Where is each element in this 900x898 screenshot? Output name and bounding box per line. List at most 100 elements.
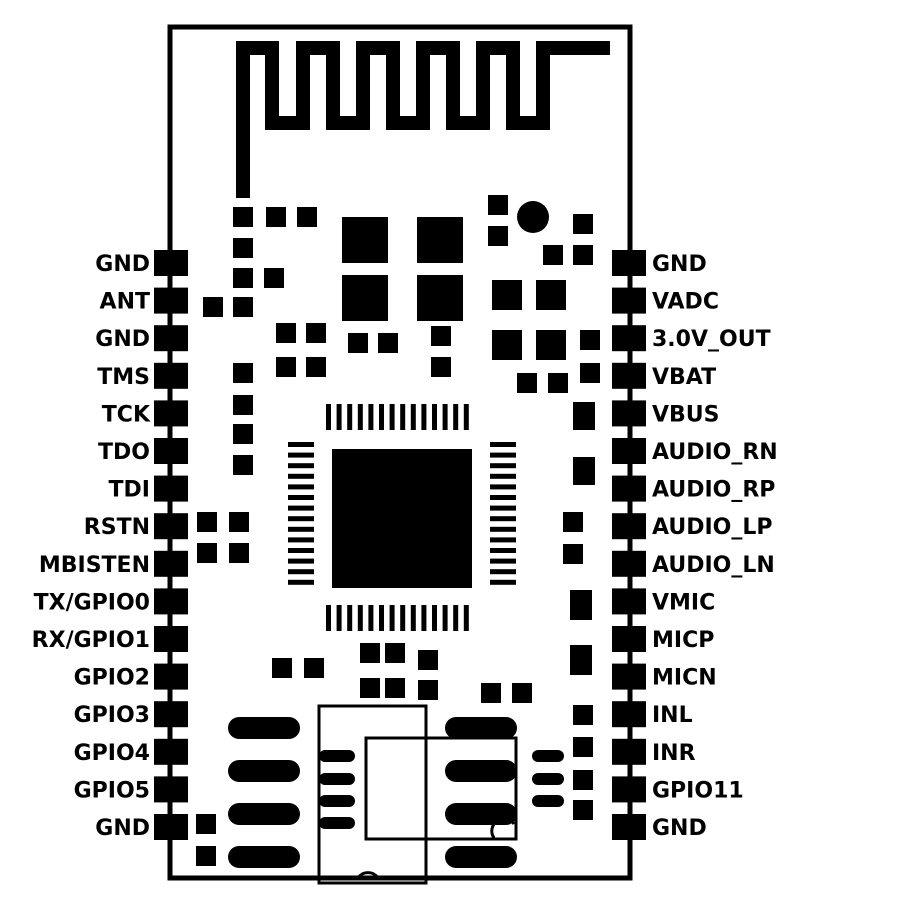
smd-pad	[297, 207, 317, 227]
ic-pin-top	[357, 404, 363, 430]
right-pin-pads	[612, 250, 646, 840]
rounded-pad	[445, 803, 517, 825]
smd-pad	[306, 323, 326, 343]
left-pin-label: GPIO5	[74, 778, 150, 803]
right-pad	[612, 814, 646, 840]
ic-pin-bottom	[453, 605, 459, 631]
smd-pad	[573, 705, 593, 725]
smd-pad	[203, 297, 223, 317]
ic-pin-top	[336, 404, 342, 430]
left-pad	[154, 438, 188, 464]
left-pad	[154, 250, 188, 276]
smd-pad	[573, 402, 595, 430]
ic-pin-top	[326, 404, 331, 430]
left-pad	[154, 738, 188, 765]
right-pin-label: MICN	[652, 666, 717, 691]
ic-pin-bottom	[326, 605, 331, 631]
rounded-pad	[445, 760, 517, 782]
left-pin-label: GPIO2	[74, 666, 150, 691]
ic-pin-bottom	[421, 605, 427, 631]
rounded-pad	[319, 795, 355, 807]
right-pad	[612, 738, 646, 765]
ic-pin-right	[490, 579, 516, 585]
ic-pin-left	[288, 516, 314, 522]
right-pad	[612, 400, 646, 427]
ic-pin-left	[288, 548, 314, 553]
outline-arc-bottom	[356, 871, 380, 879]
smd-pad	[229, 543, 249, 563]
right-pad	[612, 325, 646, 352]
smd-pad	[580, 330, 600, 350]
right-pin-label: 3.0V_OUT	[652, 327, 771, 352]
rounded-pad	[228, 846, 300, 868]
left-pin-pads	[154, 250, 188, 840]
smd-pad	[573, 770, 593, 790]
fiducial-mark	[517, 201, 549, 233]
rounded-pad	[532, 750, 564, 762]
ic-pin-right	[490, 548, 516, 553]
ic-pin-right	[490, 558, 516, 564]
right-pin-label: GND	[652, 252, 707, 277]
right-pin-label: AUDIO_LN	[652, 553, 775, 578]
component-outline-left	[317, 704, 428, 885]
smd-pad	[517, 373, 537, 393]
ic-pin-left	[288, 537, 314, 543]
smd-pad	[481, 683, 501, 703]
right-pad	[612, 626, 646, 652]
right-pin-label: VBUS	[652, 402, 720, 427]
smd-pad	[488, 195, 508, 215]
right-pad	[612, 438, 646, 464]
smd-pad	[276, 357, 296, 377]
smd-pad	[570, 645, 592, 675]
ic-pin-bottom	[463, 605, 469, 631]
right-pad	[612, 776, 646, 803]
ic-pin-top	[432, 404, 437, 430]
right-pad	[612, 475, 646, 502]
smd-pad	[233, 424, 253, 444]
smd-pad	[385, 678, 405, 698]
left-pin-label: TX/GPIO0	[34, 590, 150, 615]
smd-pad	[543, 245, 563, 265]
right-pin-label: VADC	[652, 290, 719, 315]
ic-pin-right	[490, 495, 516, 500]
right-pin-labels: GNDVADC3.0V_OUTVBATVBUSAUDIO_RNAUDIO_RPA…	[652, 252, 778, 841]
ic-pin-left	[288, 463, 314, 469]
ic-pin-top	[442, 404, 448, 430]
ic-pin-left	[288, 569, 314, 575]
right-pin-label: INL	[652, 703, 693, 728]
left-pin-labels: GNDANTGNDTMSTCKTDOTDIRSTNMBISTENTX/GPIO0…	[32, 252, 151, 841]
ic-pin-bottom	[357, 605, 363, 631]
rounded-pad	[319, 817, 355, 829]
rounded-pads	[228, 717, 564, 868]
smd-pad	[233, 207, 253, 227]
rounded-pad	[228, 760, 300, 782]
ic-pin-top	[410, 404, 416, 430]
rounded-pad	[228, 717, 300, 739]
rounded-pad	[532, 795, 564, 807]
left-pin-label: TCK	[102, 402, 151, 427]
ic-pin-bottom	[379, 605, 384, 631]
smd-pad	[418, 680, 438, 700]
ic-pin-top	[389, 404, 395, 430]
ic-pin-right	[490, 569, 516, 575]
smd-pad	[348, 333, 368, 353]
left-pin-label: TMS	[97, 365, 150, 390]
ic-pin-bottom	[432, 605, 437, 631]
rounded-pad	[319, 750, 355, 762]
left-pin-label: RX/GPIO1	[32, 628, 150, 653]
pcb-antenna	[236, 41, 610, 198]
ic-pin-right	[490, 473, 516, 479]
ic-pin-top	[379, 404, 384, 430]
left-pin-label: GPIO4	[74, 741, 150, 766]
left-pin-label: GND	[95, 327, 150, 352]
ic-pin-right	[490, 484, 516, 490]
smd-pad	[417, 217, 463, 263]
smd-pad	[196, 846, 216, 866]
ic-pin-left	[288, 495, 314, 500]
smd-pad	[272, 658, 292, 678]
smd-pad	[548, 373, 568, 393]
left-pin-label: MBISTEN	[39, 553, 150, 578]
smd-pad	[573, 800, 593, 820]
rounded-pad	[445, 717, 517, 739]
